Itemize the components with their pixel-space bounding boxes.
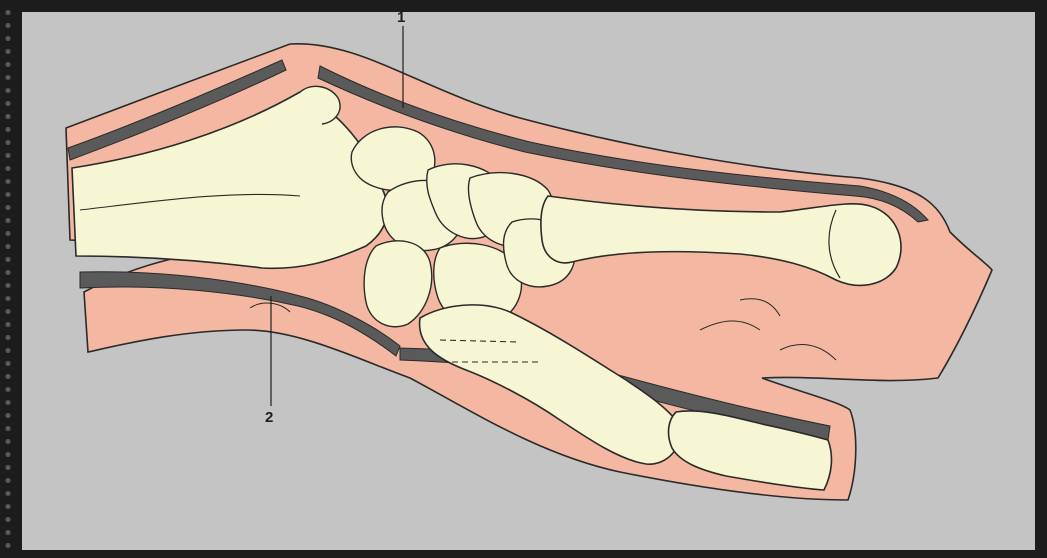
label-2: 2 [265, 409, 273, 426]
label-1: 1 [397, 9, 405, 26]
